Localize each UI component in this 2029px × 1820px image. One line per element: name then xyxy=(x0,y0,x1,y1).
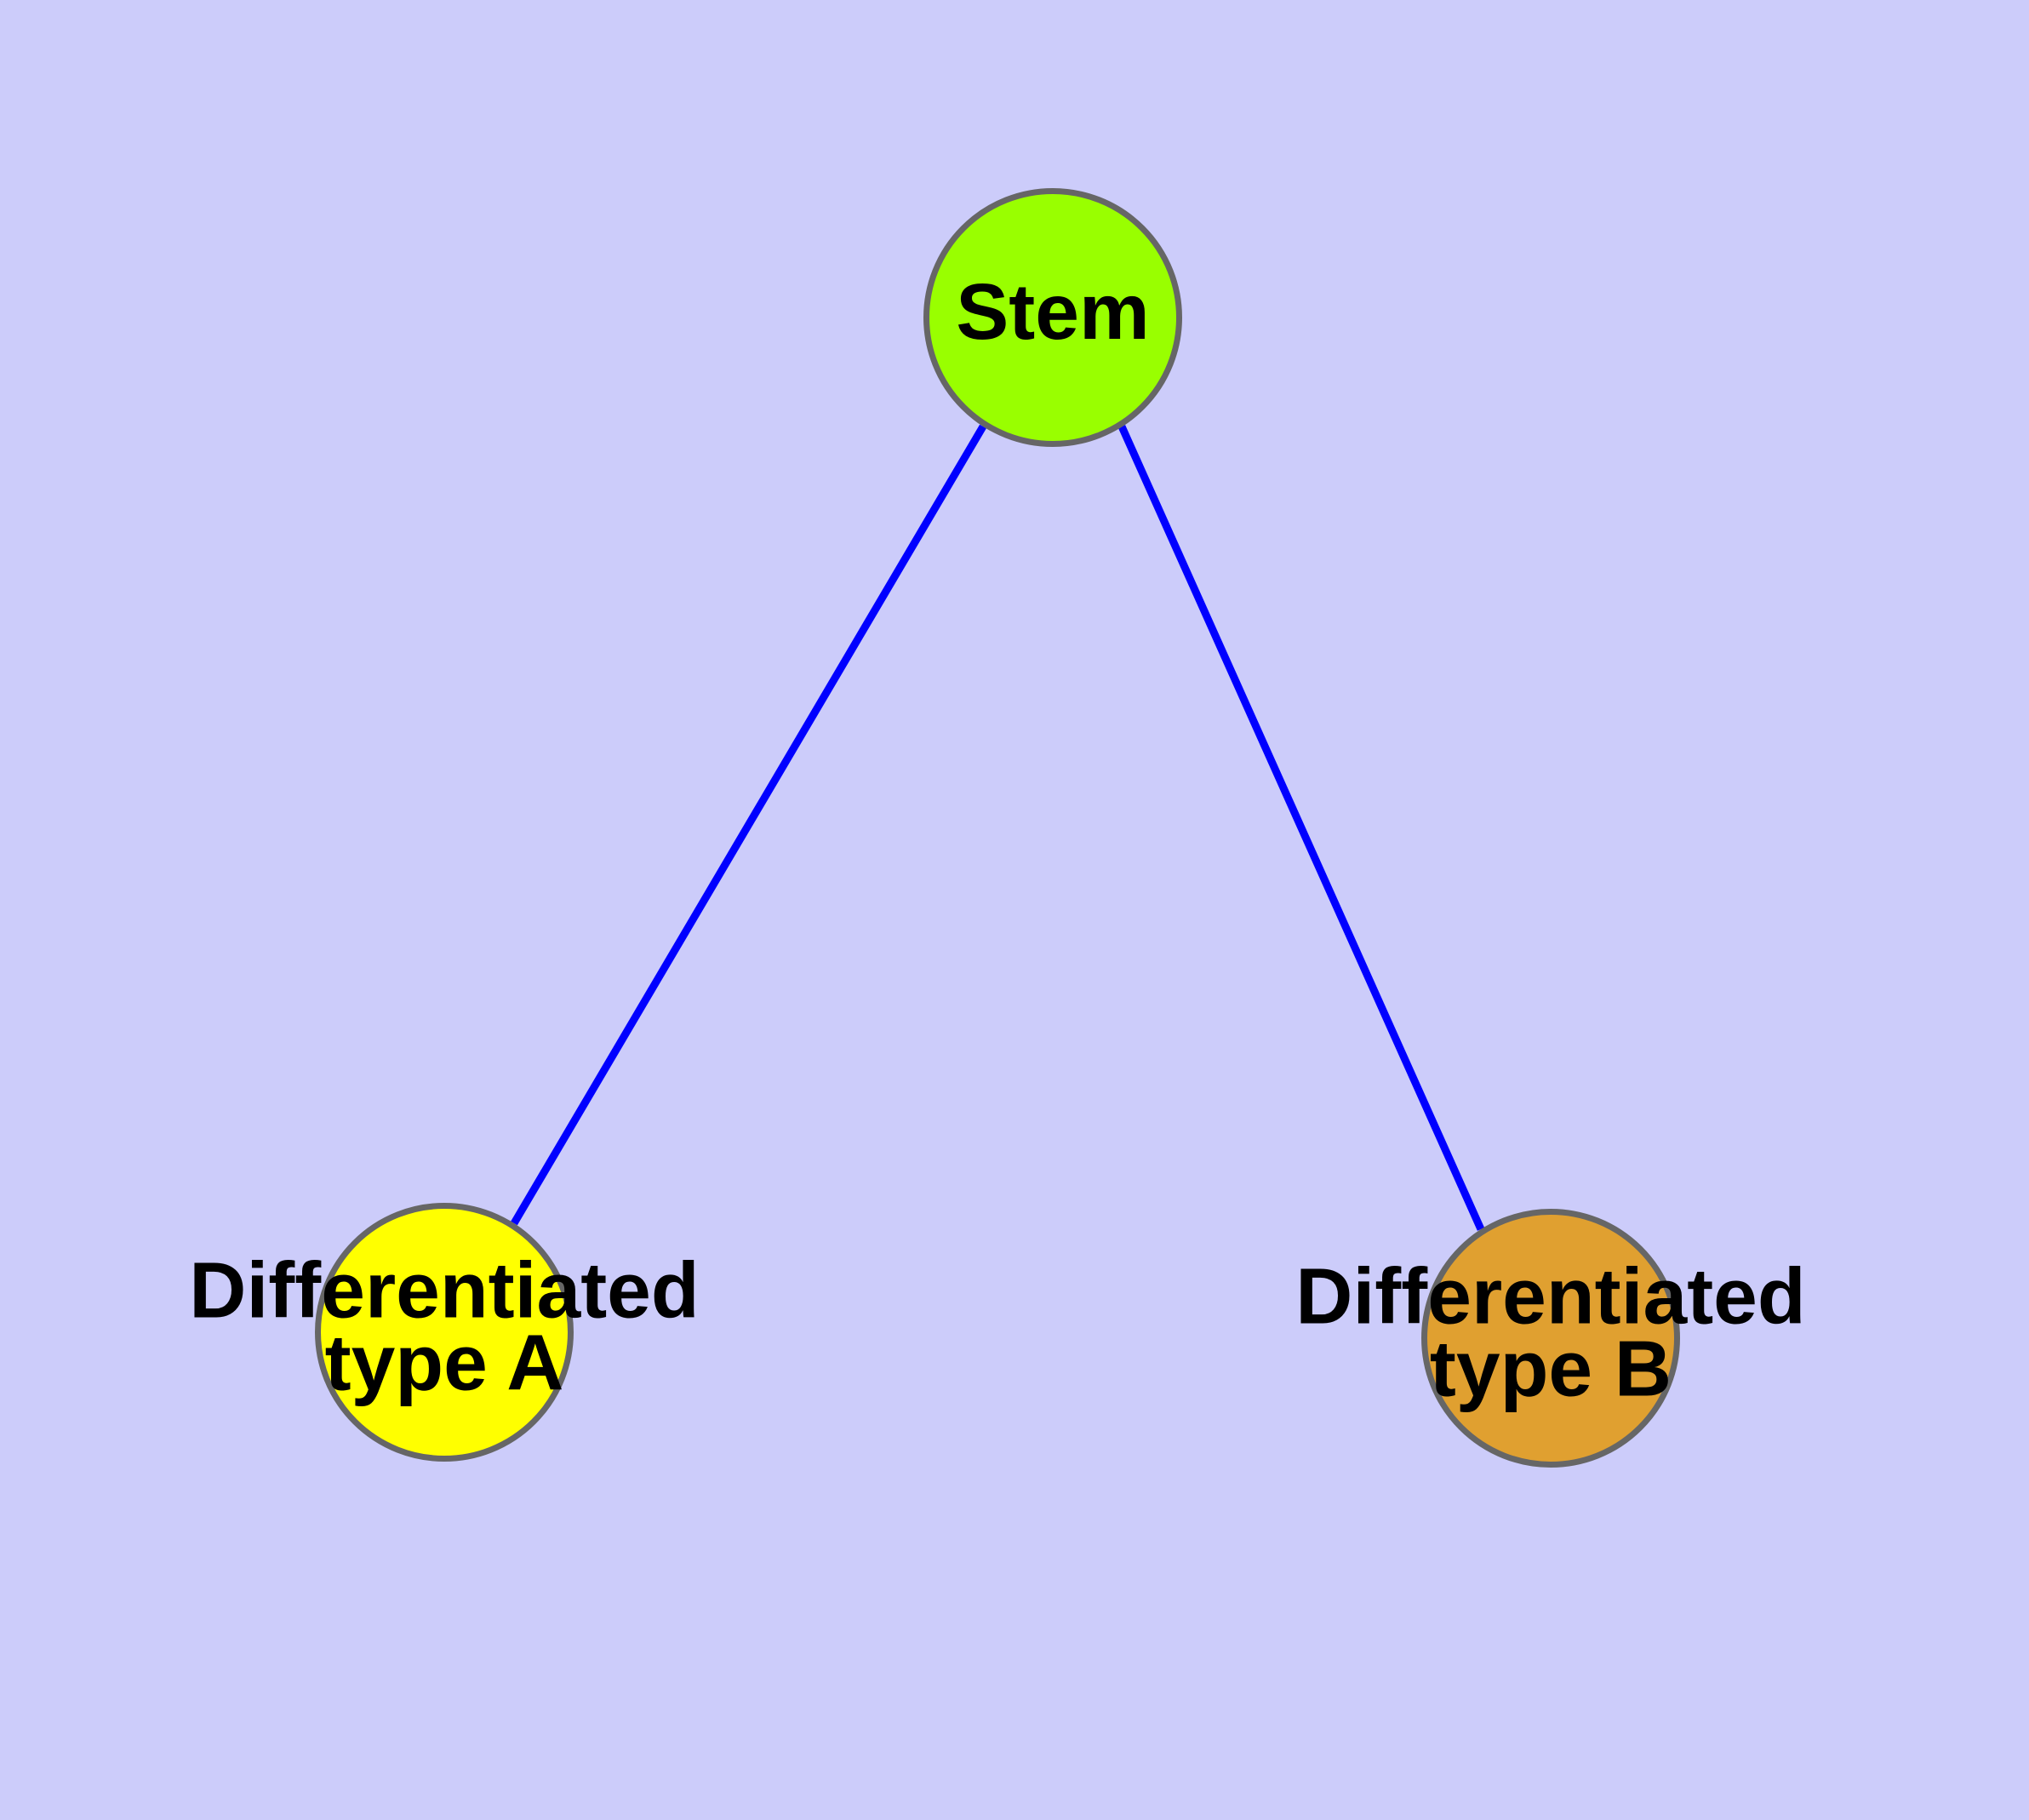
graph-node-diff_b[interactable] xyxy=(1421,1209,1680,1468)
graph-node-label-stem: Stem xyxy=(956,267,1149,356)
graph-node-label-line: Differentiated xyxy=(189,1245,699,1334)
graph-node-label-line: type A xyxy=(325,1318,564,1406)
graph-node-label-line: type B xyxy=(1430,1324,1672,1412)
graph-edge xyxy=(511,424,986,1226)
edges-layer xyxy=(511,424,1485,1231)
graph-node-diff_a[interactable] xyxy=(315,1203,574,1462)
graph-node-label-line: Differentiated xyxy=(1295,1251,1805,1340)
graph-edge xyxy=(1117,425,1485,1231)
nodes-layer xyxy=(315,188,1680,1468)
graph-node-stem[interactable] xyxy=(923,188,1182,447)
graph-node-label-line: Stem xyxy=(956,267,1149,356)
